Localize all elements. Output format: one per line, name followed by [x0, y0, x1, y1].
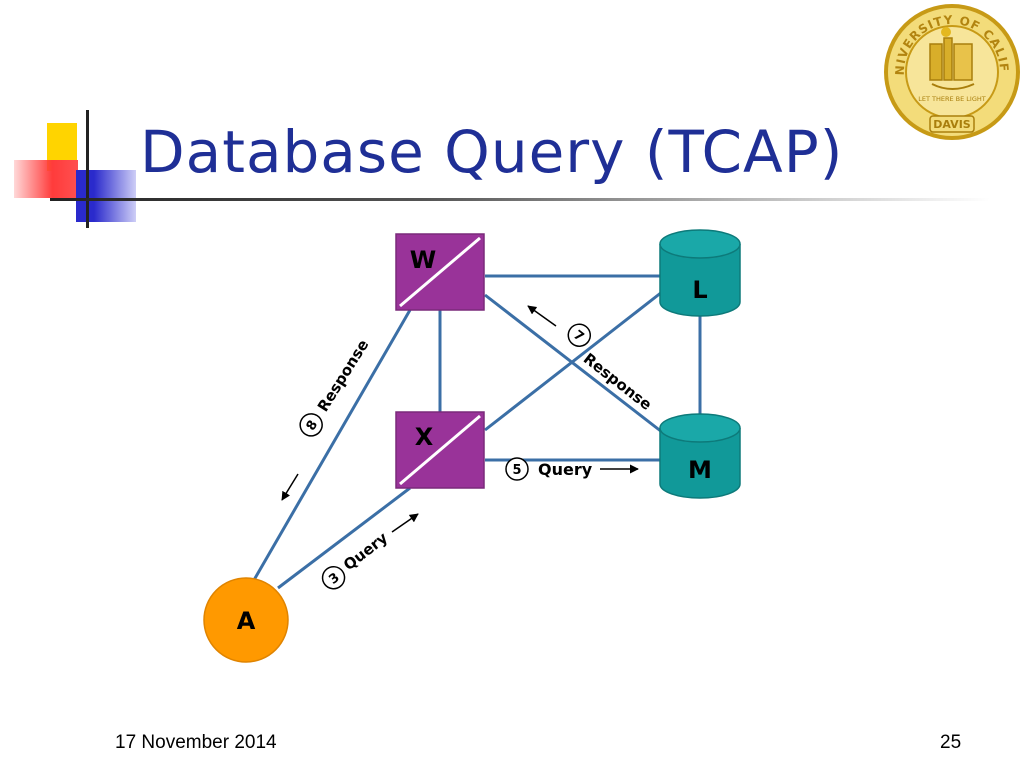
node-w-label: W: [410, 246, 436, 274]
step-7-response: 7 Response: [567, 323, 655, 414]
signaling-links: [252, 274, 702, 590]
node-x-label: X: [415, 423, 434, 451]
link-x-a: [277, 486, 411, 590]
step-5-query: 5 Query: [505, 457, 639, 481]
step-3-label: Query: [340, 529, 391, 575]
slide-number: 25: [940, 732, 962, 753]
step-5-number: 5: [512, 463, 521, 478]
decor-vertical-line: [86, 110, 89, 228]
title-underline: [50, 198, 990, 201]
step-7-arrow: [527, 305, 557, 327]
switch-a-node: A: [203, 577, 289, 663]
node-m-label: M: [688, 456, 712, 484]
database-m-node: M: [659, 413, 741, 499]
link-x-l: [484, 290, 663, 432]
step-3-query: 3 Query: [321, 529, 391, 590]
step-7-number: 7: [570, 328, 586, 345]
stp-w-node: W: [395, 233, 485, 311]
step-3-arrow: [391, 513, 419, 533]
link-w-m: [484, 293, 663, 434]
university-seal-logo: THE UNIVERSITY OF CALIFORNIA LET THERE B…: [882, 2, 1020, 140]
step-3-number: 3: [326, 570, 342, 587]
step-8-label: Response: [314, 336, 372, 415]
node-l-label: L: [692, 276, 707, 304]
footer-date: 17 November 2014: [115, 732, 277, 753]
seal-text-bottom: DAVIS: [933, 118, 971, 131]
stp-x-node: X: [395, 411, 485, 489]
decor-blue-square: [76, 170, 136, 222]
decor-red-square: [14, 160, 78, 198]
step-8-arrow: [281, 473, 299, 501]
link-w-a: [252, 309, 412, 581]
node-a-label: A: [237, 607, 256, 635]
step-7-label: Response: [580, 349, 655, 413]
database-l-node: L: [659, 229, 741, 317]
step-8-number: 8: [304, 418, 322, 434]
step-5-label: Query: [538, 460, 593, 479]
seal-text-banner: LET THERE BE LIGHT: [918, 95, 986, 103]
slide-title: Database Query (TCAP): [140, 118, 844, 186]
step-8-response: 8 Response: [299, 336, 372, 437]
